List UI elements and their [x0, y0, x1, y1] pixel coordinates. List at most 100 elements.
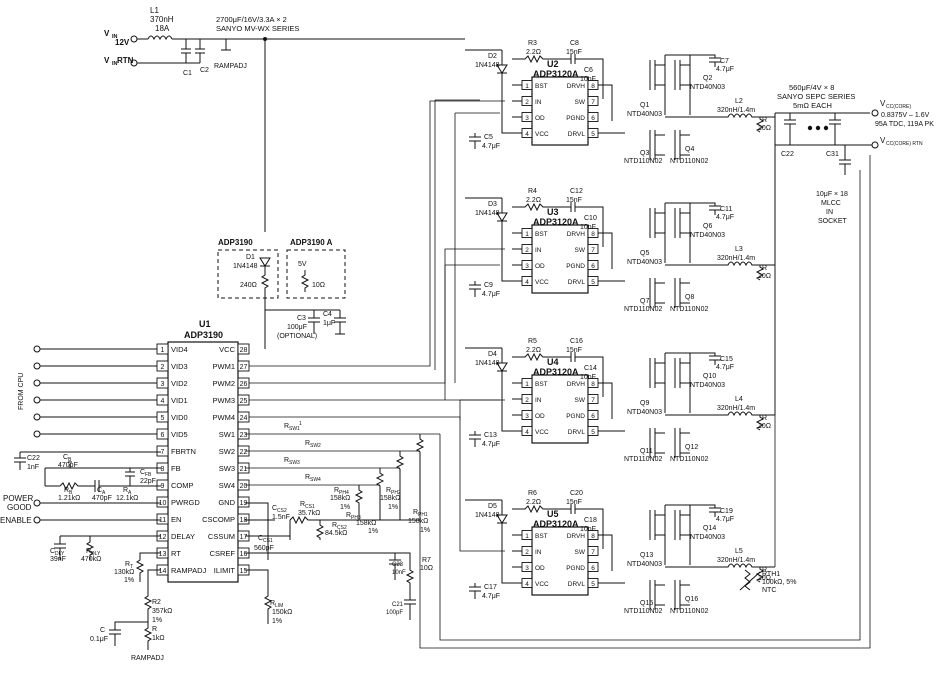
c2-label: C2: [200, 67, 209, 74]
r240-label: 240Ω: [240, 282, 257, 289]
driver-pin-number: 1: [525, 231, 529, 238]
rcs1-name: R: [300, 501, 305, 508]
drv-output-wires: [598, 84, 625, 134]
ccs1-name: C: [258, 535, 263, 542]
cdly-name: C: [50, 548, 55, 555]
vid-terminals: [33, 345, 157, 438]
bulk-caps-value: 2700μF/16V/3.3A × 2: [216, 15, 287, 24]
vcore-terminal[interactable]: [871, 109, 879, 117]
c-bot-value: 0.1μF: [90, 636, 108, 643]
u1-pin-number: 20: [240, 483, 248, 490]
high-side-mosfets: [649, 353, 691, 413]
driver-pin-name: DRVL: [568, 279, 586, 286]
sense-r-value: 10Ω: [758, 575, 771, 582]
rph3-name: R: [346, 512, 351, 519]
top-decoupling: [665, 202, 721, 215]
enable-terminal[interactable]: [33, 516, 41, 524]
driver-pin-number: 5: [591, 429, 595, 436]
vid-terminal[interactable]: [33, 430, 41, 438]
vcore-spec-2: 95A TDC, 119A PK: [875, 121, 934, 128]
low-side-mosfets: [649, 278, 690, 308]
vcc-cap: [469, 281, 481, 297]
u1-pin-number: 13: [159, 551, 167, 558]
rsw1-sub: SW1: [289, 426, 300, 432]
pwrgd-terminal[interactable]: [33, 499, 41, 507]
rcs1-value: 35.7kΩ: [298, 510, 320, 517]
driver-pin-name: IN: [535, 549, 542, 556]
hs-part: NTD40N03: [690, 534, 725, 541]
driver-pin-number: 2: [525, 247, 529, 254]
top-decoupling: [665, 54, 721, 67]
u1-pin-28-box: [237, 343, 250, 355]
inductor-value: 320nH/1.4m: [717, 255, 755, 262]
rt-tol: 1%: [124, 577, 134, 584]
driver-pin-box: [587, 96, 599, 106]
u1-pin-19-box: [237, 496, 250, 508]
vid-terminal[interactable]: [33, 413, 41, 421]
bst-diode: [465, 499, 512, 584]
driver-pin-box: [587, 394, 599, 404]
vid-terminal[interactable]: [33, 396, 41, 404]
driver-pin-number: 7: [591, 247, 595, 254]
driver-pin-number: 3: [525, 565, 529, 572]
v5-label: 5V: [298, 261, 307, 268]
driver-pin-name: DRVL: [568, 429, 586, 436]
vin-rtn-suffix: RTN: [117, 56, 134, 65]
vcc-cap-name: C9: [484, 282, 493, 289]
driver-pin-number: 4: [525, 131, 529, 138]
vcore-rtn-terminal[interactable]: [871, 141, 879, 149]
high-side-mosfets: [649, 505, 691, 565]
driver-part: ADP3120A: [533, 217, 579, 227]
sense-r-value: 10Ω: [758, 273, 771, 280]
cscomp-network: [245, 502, 291, 560]
driver-pin-number: 6: [591, 115, 595, 122]
snub-r-name: R6: [528, 490, 537, 497]
high-side-mosfets: [649, 55, 691, 115]
driver-pin-box: [587, 260, 599, 270]
c3-name: C3: [297, 315, 306, 322]
cdly-value: 39nF: [50, 556, 66, 563]
rsw1-sup: 1: [299, 421, 302, 427]
snub-r-value: 2.2Ω: [526, 49, 541, 56]
u1-pin-7-box: [156, 445, 169, 457]
cfb-cap: [125, 468, 135, 486]
u1-pin-name: CSSUM: [208, 532, 235, 541]
vin-terminal[interactable]: [130, 35, 138, 43]
ls-part: NTD110N02: [624, 608, 662, 615]
driver-pin-name: PGND: [566, 565, 585, 572]
bst-diode: [465, 49, 512, 134]
vid-terminal[interactable]: [33, 345, 41, 353]
bst-diode-part: 1N4148: [475, 210, 500, 217]
u1-pin-name: FB: [171, 464, 181, 473]
vin-rtn-sub: IN: [112, 61, 118, 67]
u1-pin-18-box: [237, 513, 250, 525]
ramp-chain: [143, 569, 161, 650]
u1-pin-number: 12: [159, 534, 167, 541]
snub-c-name: C20: [570, 490, 583, 497]
high-side-mosfets: [649, 203, 691, 263]
driver-pin-number: 2: [525, 397, 529, 404]
snub-c-name: C16: [570, 338, 583, 345]
driver-pin-name: DRVL: [568, 581, 586, 588]
vid-terminal[interactable]: [33, 379, 41, 387]
cfb-value: 22pF: [140, 478, 156, 485]
inductor-value: 320nH/1.4m: [717, 107, 755, 114]
u1-pin-number: 14: [159, 568, 167, 575]
rcs1-resistor: [289, 515, 345, 525]
c4-capacitor: [334, 310, 346, 335]
driver-pin-name: SW: [575, 247, 586, 254]
ls-part-2: NTD110N02: [670, 306, 708, 313]
driver-pin-name: IN: [535, 247, 542, 254]
vid-terminal[interactable]: [33, 362, 41, 370]
rph4-name: R: [334, 487, 339, 494]
top-cap-value: 4.7μF: [716, 66, 734, 73]
driver-part: ADP3120A: [533, 367, 579, 377]
hs-part-2: NTD40N03: [627, 111, 662, 118]
top-cap-value: 4.7μF: [716, 364, 734, 371]
rph-resistors: [345, 434, 425, 521]
mlcc-line-2: MLCC: [821, 200, 841, 207]
bst-diode: [465, 347, 512, 432]
hs-part: NTD40N03: [690, 84, 725, 91]
